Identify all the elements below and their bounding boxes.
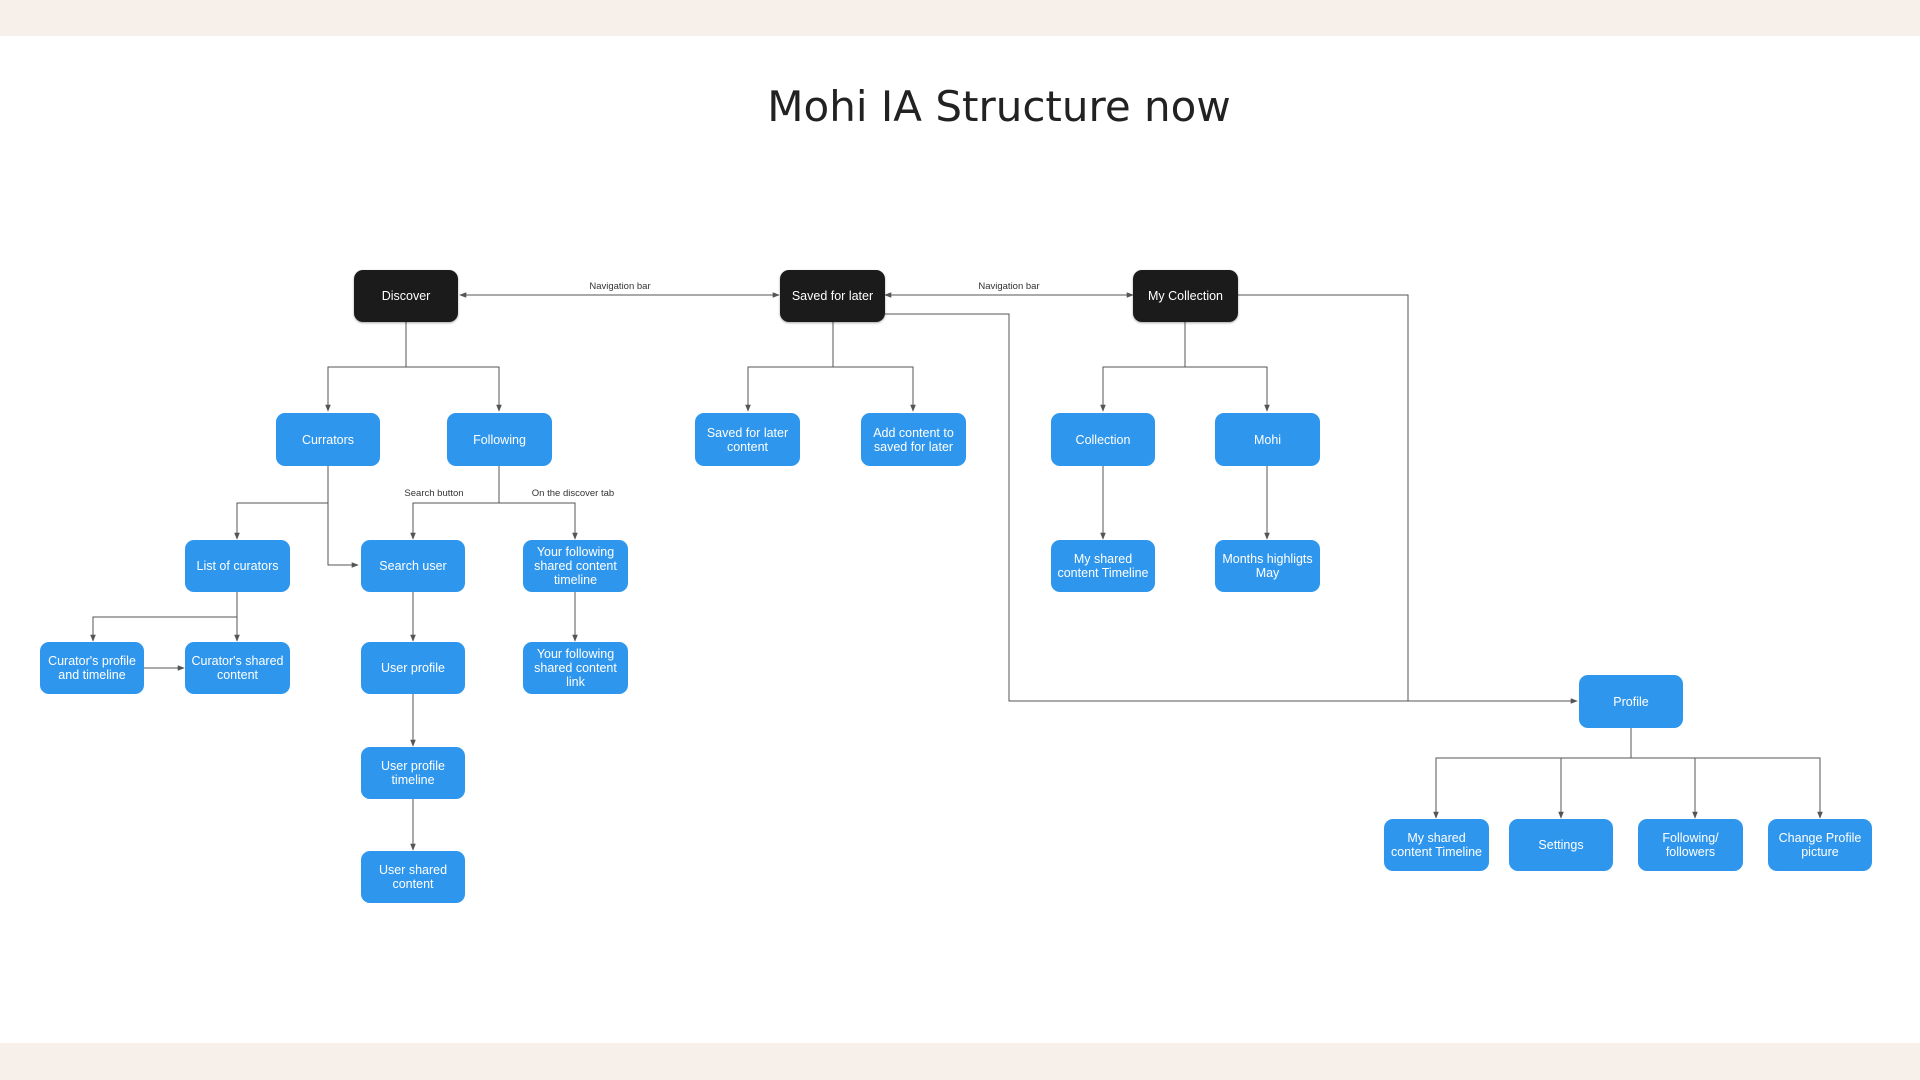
edge-discover-currators: [325, 322, 407, 412]
node-user-profile[interactable]: User profile: [361, 642, 465, 694]
node-months-highlights[interactable]: Months highligts May: [1215, 540, 1320, 592]
edge-profile-following: [1631, 757, 1698, 819]
node-list-of-curators[interactable]: List of curators: [185, 540, 290, 592]
diagram-canvas: [0, 36, 1920, 1043]
edge-currators-list: [234, 466, 329, 540]
node-my-collection[interactable]: My Collection: [1133, 270, 1238, 322]
node-collection[interactable]: Collection: [1051, 413, 1155, 466]
node-saved-for-later-content[interactable]: Saved for later content: [695, 413, 800, 466]
edge-mycollection-mohi: [1185, 366, 1270, 412]
edge-discover-following: [406, 366, 502, 412]
edge-list-profile: [90, 592, 238, 642]
node-settings[interactable]: Settings: [1509, 819, 1613, 871]
edge-saved-add: [833, 366, 916, 412]
node-profile[interactable]: Profile: [1579, 675, 1683, 728]
edge-following-search: [410, 466, 500, 540]
edge-profile-settings: [1558, 757, 1631, 819]
edge-profile-tree: [1433, 728, 1632, 819]
node-curator-profile-timeline[interactable]: Curator's profile and timeline: [40, 642, 144, 694]
node-user-profile-timeline[interactable]: User profile timeline: [361, 747, 465, 799]
node-currators[interactable]: Currators: [276, 413, 380, 466]
node-search-user[interactable]: Search user: [361, 540, 465, 592]
edge-saved-profile: [885, 313, 1578, 704]
node-discover[interactable]: Discover: [354, 270, 458, 322]
node-mohi[interactable]: Mohi: [1215, 413, 1320, 466]
edge-label-nav-left: Navigation bar: [589, 281, 650, 292]
edge-currators-search: [327, 503, 359, 568]
node-following-followers[interactable]: Following/ followers: [1638, 819, 1743, 871]
edge-label-discover-tab: On the discover tab: [532, 488, 614, 499]
node-user-shared-content[interactable]: User shared content: [361, 851, 465, 903]
edge-following-timeline: [499, 502, 578, 540]
edge-mycollection-profile: [1238, 294, 1409, 701]
node-curator-shared-content[interactable]: Curator's shared content: [185, 642, 290, 694]
node-profile-my-shared-timeline[interactable]: My shared content Timeline: [1384, 819, 1489, 871]
edge-label-search-button: Search button: [404, 488, 463, 499]
node-my-shared-content-timeline[interactable]: My shared content Timeline: [1051, 540, 1155, 592]
node-following[interactable]: Following: [447, 413, 552, 466]
edge-profile-changepic: [1695, 757, 1823, 819]
edge-saved-content: [745, 322, 834, 412]
edge-mycollection-collection: [1100, 322, 1186, 412]
node-add-content-to-saved[interactable]: Add content to saved for later: [861, 413, 966, 466]
diagram-title: Mohi IA Structure now: [767, 82, 1231, 131]
node-change-profile-picture[interactable]: Change Profile picture: [1768, 819, 1872, 871]
node-your-following-timeline[interactable]: Your following shared content timeline: [523, 540, 628, 592]
edge-label-nav-right: Navigation bar: [978, 281, 1039, 292]
node-saved-for-later[interactable]: Saved for later: [780, 270, 885, 322]
node-your-following-link[interactable]: Your following shared content link: [523, 642, 628, 694]
